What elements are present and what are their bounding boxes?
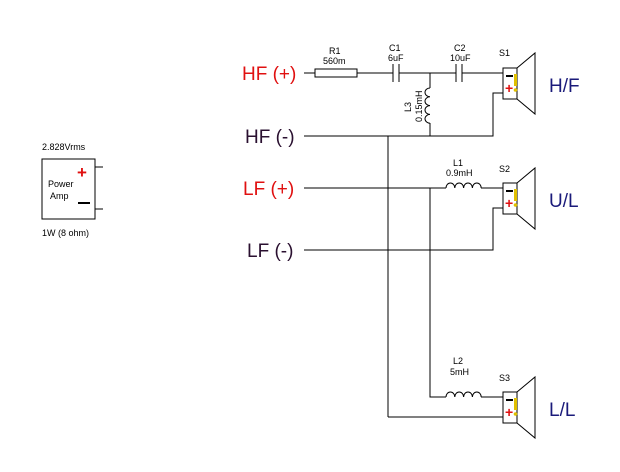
- r1-value: 560m: [323, 56, 346, 66]
- c1-value: 6uF: [388, 53, 404, 63]
- label-lf-plus: LF (+): [243, 179, 294, 200]
- amp-voltage: 2.828Vrms: [42, 142, 86, 152]
- label-hf-minus: HF (-): [245, 127, 295, 148]
- lf-network: L1 0.9mH L2 5mH: [304, 136, 503, 418]
- c1-name: C1: [389, 43, 401, 53]
- resistor-r1: [314, 68, 358, 78]
- r1-name: R1: [329, 46, 341, 56]
- s2-label: U/L: [549, 191, 579, 212]
- l1-value: 0.9mH: [446, 168, 473, 178]
- c2-value: 10uF: [450, 53, 471, 63]
- label-hf-plus: HF (+): [242, 64, 296, 85]
- c2-name: C2: [454, 43, 466, 53]
- amp-plus: +: [77, 163, 87, 182]
- speaker-s1: S1 H/F: [499, 48, 580, 115]
- l3-value: 0.15mH: [414, 90, 424, 122]
- s3-label: L/L: [549, 400, 575, 421]
- hf-network: R1 560m C1 6uF C2 10uF L3 0.15mH: [304, 43, 503, 137]
- l2-name: L2: [453, 356, 463, 366]
- l3-name: L3: [403, 102, 413, 112]
- l2-value: 5mH: [450, 367, 469, 377]
- speaker-s2: S2 U/L: [499, 164, 579, 230]
- amp-rating: 1W (8 ohm): [42, 228, 89, 238]
- s1-label: H/F: [549, 76, 580, 97]
- amp-label-2: Amp: [50, 191, 69, 201]
- l1-name: L1: [453, 158, 463, 168]
- s2-name: S2: [499, 164, 510, 174]
- amp-label-1: Power: [48, 179, 74, 189]
- power-amp: 2.828Vrms Power Amp + 1W (8 ohm): [41, 142, 103, 238]
- label-lf-minus: LF (-): [247, 241, 293, 262]
- speaker-s3: S3 L/L: [499, 373, 575, 439]
- s1-name: S1: [499, 48, 510, 58]
- s3-name: S3: [499, 373, 510, 383]
